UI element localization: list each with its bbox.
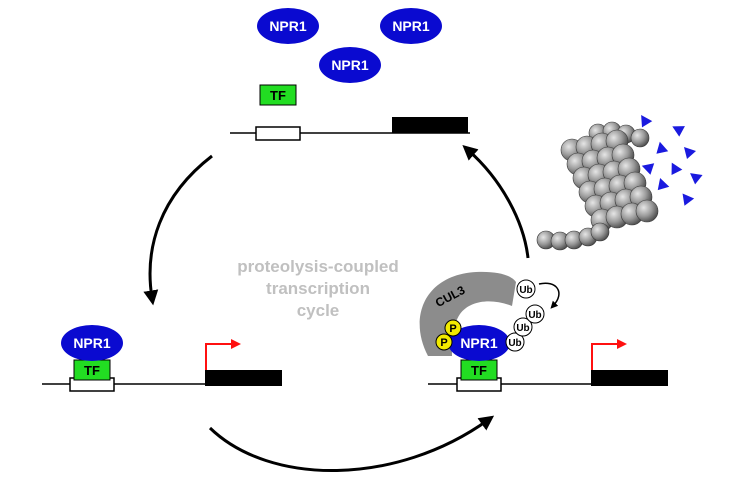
ubiquitin-transfer-arrow <box>538 282 560 309</box>
peptide-fragment <box>656 141 669 154</box>
tf-label: TF <box>84 363 100 378</box>
phosphate-2: P <box>435 333 453 351</box>
peptide-fragment <box>657 178 670 191</box>
ub-label: Ub <box>516 323 529 334</box>
cycle-arrow-left <box>143 154 213 306</box>
peptide-fragment <box>671 162 683 176</box>
peptide-fragment <box>682 193 695 206</box>
phosphate-1: P <box>444 319 462 337</box>
ub-label: Ub <box>528 310 541 321</box>
gene-block <box>392 117 468 133</box>
npr1-monomer-1: NPR1 <box>257 8 319 44</box>
phospho-label: P <box>440 337 447 349</box>
proteasome-subunit <box>630 128 650 148</box>
ub-label: Ub <box>508 338 521 349</box>
cycle-title: proteolysis-coupled transcription cycle <box>237 257 399 320</box>
dna-top <box>230 117 470 141</box>
proteasome-subunit <box>635 199 659 223</box>
tf-label: TF <box>270 88 286 103</box>
tf-bound-right: TF <box>460 359 498 381</box>
ubiquitin-1: Ub <box>505 332 525 352</box>
cycle-title-line-3: cycle <box>297 301 340 320</box>
ubiquitin-chain: Ub Ub Ub <box>505 304 545 352</box>
npr1-label: NPR1 <box>269 18 307 34</box>
npr1-label: NPR1 <box>331 57 369 73</box>
peptide-fragment <box>641 163 655 175</box>
npr1-bound-right: NPR1 <box>448 325 510 361</box>
peptide-fragment <box>690 173 703 185</box>
ubiquitin-3: Ub <box>525 304 545 324</box>
tf-label: TF <box>471 363 487 378</box>
proteasome <box>536 121 659 251</box>
cycle-title-line-1: proteolysis-coupled <box>237 257 399 276</box>
npr1-monomer-2: NPR1 <box>380 8 442 44</box>
promoter-element <box>255 126 301 141</box>
peptide-fragment <box>684 147 696 159</box>
npr1-label: NPR1 <box>460 335 498 351</box>
phospho-label: P <box>449 323 456 335</box>
transcription-start-arrow <box>205 339 241 370</box>
cycle-arrow-right <box>462 145 530 259</box>
gene-block <box>591 370 668 386</box>
tf-bound-left: TF <box>73 359 111 381</box>
ub-label: Ub <box>519 285 532 296</box>
tf-free: TF <box>259 84 297 106</box>
gene-block <box>205 370 282 386</box>
peptide-fragment <box>672 126 685 137</box>
cycle-title-line-2: transcription <box>266 279 370 298</box>
npr1-bound-left: NPR1 <box>61 325 123 361</box>
ubiquitin-2: Ub <box>513 317 533 337</box>
transcription-start-arrow <box>591 339 627 370</box>
ubiquitin-free: Ub <box>516 279 536 299</box>
cycle-arrow-bottom <box>208 415 495 472</box>
npr1-label: NPR1 <box>392 18 430 34</box>
npr1-monomer-3: NPR1 <box>319 47 381 83</box>
npr1-label: NPR1 <box>73 335 111 351</box>
degradation-fragments <box>641 115 703 206</box>
proteasome-subunit <box>590 222 610 242</box>
dna-right <box>428 339 668 392</box>
peptide-fragment <box>641 115 653 128</box>
